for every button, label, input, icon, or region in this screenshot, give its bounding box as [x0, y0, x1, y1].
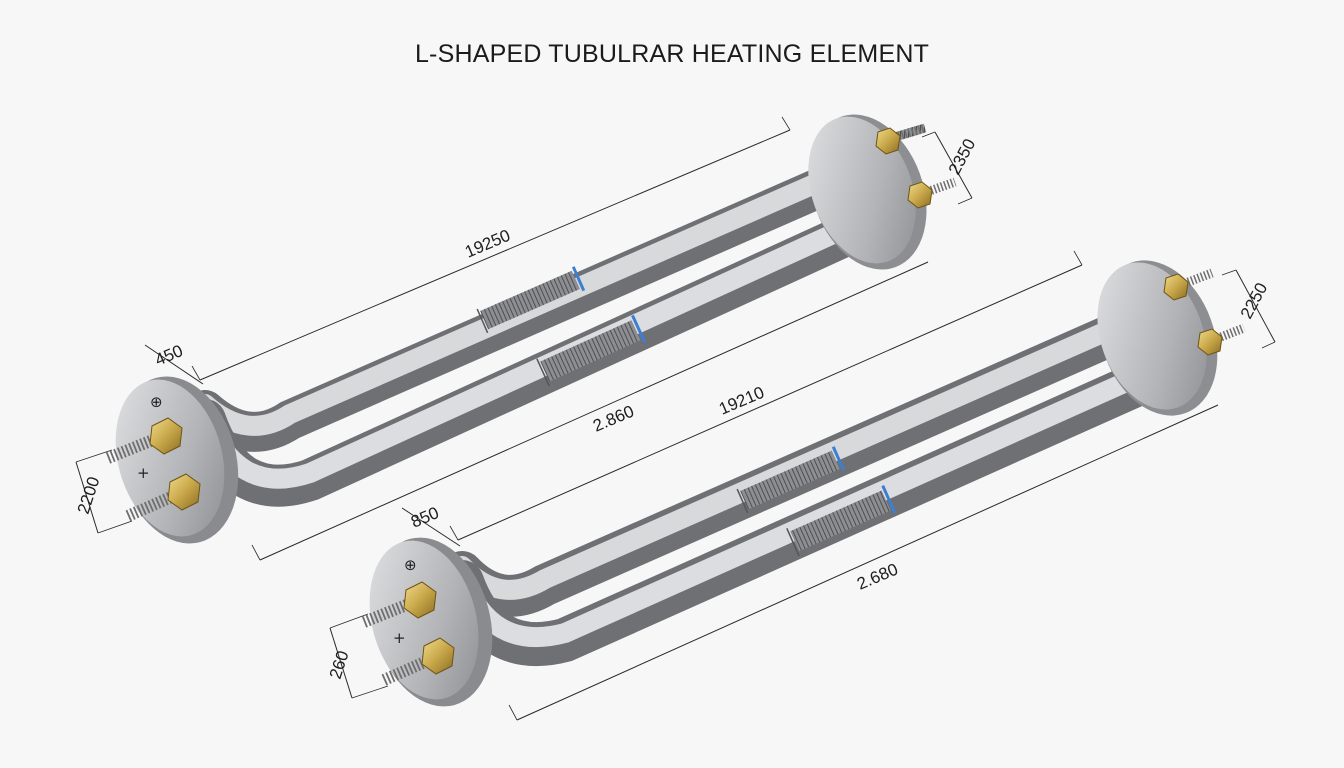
- lower-thread-section-back: [736, 446, 846, 514]
- lower-left-flange: ⊕ +: [361, 537, 493, 707]
- upper-right-flange: [808, 114, 957, 270]
- dim-label-lower-lower: 2.680: [854, 560, 901, 594]
- terminal-mark-positive: +: [393, 629, 406, 647]
- upper-thread-section-back: [476, 266, 586, 334]
- blue-band: [571, 266, 586, 292]
- dim-line-lower-lower: [516, 404, 1219, 721]
- page-title: L-SHAPED TUBULRAR HEATING ELEMENT: [414, 40, 930, 68]
- dim-line-lower-upper: [259, 261, 929, 561]
- terminal-mark-positive-circled: ⊕: [150, 393, 163, 411]
- dim-label-right-upper: 2350: [945, 136, 980, 178]
- lower-right-flange: [1097, 260, 1246, 416]
- blue-band: [631, 314, 647, 344]
- upper-left-flange: ⊕ +: [105, 376, 239, 544]
- brass-nut: [421, 637, 455, 675]
- dim-label-lower-upper: 2.860: [590, 402, 637, 436]
- dim-label-right-lower: 2250: [1237, 280, 1272, 322]
- terminal-mark-positive: +: [137, 464, 150, 482]
- blue-band: [831, 446, 846, 472]
- lower-heating-element: ⊕ + 19210 850 2.680 260 2250: [326, 250, 1276, 721]
- brass-nut: [167, 473, 201, 511]
- lower-thread-section-front: [786, 485, 897, 557]
- dim-line-left-upper: [75, 461, 99, 534]
- dim-label-offset-upper: 450: [152, 341, 186, 370]
- dim-label-overall-upper: 19250: [462, 226, 513, 262]
- dim-label-offset-lower: 850: [408, 503, 442, 532]
- dim-line-overall-upper: [199, 129, 791, 381]
- dim-line-right-lower: [1235, 269, 1276, 343]
- upper-dimensions: [75, 116, 973, 561]
- dim-line-offset-upper: [144, 344, 204, 385]
- terminal-mark-positive-circled: ⊕: [404, 556, 417, 574]
- dim-line-left-lower: [329, 627, 353, 699]
- dim-label-left-lower: 260: [326, 648, 353, 681]
- brass-nut: [149, 417, 183, 455]
- upper-heating-element: ⊕ + 19250 450 2.860 2200 2350: [74, 114, 980, 561]
- brass-nut: [403, 581, 437, 619]
- blue-band: [881, 485, 897, 514]
- lower-dimensions: [329, 250, 1276, 721]
- dim-line-overall-lower: [457, 264, 1083, 541]
- dim-label-left-upper: 2200: [74, 474, 104, 516]
- dim-line-right-upper: [934, 131, 973, 199]
- dim-label-overall-lower: 19210: [716, 383, 767, 419]
- terminal-stud: [105, 432, 161, 464]
- upper-thread-section-front: [536, 314, 647, 387]
- dim-line-offset-lower: [401, 507, 461, 547]
